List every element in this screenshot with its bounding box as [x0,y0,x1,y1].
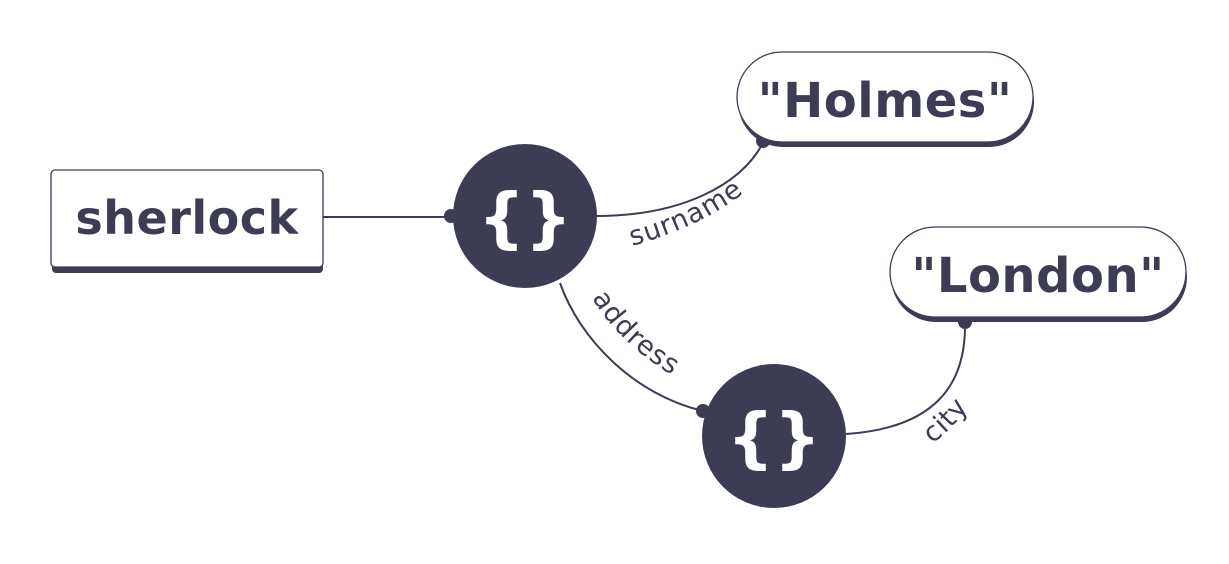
surname-value-node: "Holmes" [736,51,1034,147]
root-key-label: sherlock [75,191,299,245]
connector-lines [323,142,967,435]
root-key-node: sherlock [50,169,324,273]
city-value-node: "London" [889,226,1187,322]
object-node-root: {} [453,144,597,288]
edge-label-city-text: city [917,392,974,450]
edge-label-address: address [586,285,686,382]
surname-value-pill [736,51,1034,143]
edge-label-city: city [917,392,975,450]
root-key-box [50,169,324,268]
edge-address [559,282,704,412]
curly-braces-icon: {} [727,399,821,476]
city-value-pill [889,226,1187,318]
edge-city [845,322,967,435]
surname-value-label: "Holmes" [758,73,1013,129]
edge-surname [595,142,764,217]
city-value-label: "London" [911,248,1164,304]
object-node-circle [702,364,846,508]
object-node-address: {} [702,364,846,508]
object-node-circle [453,144,597,288]
edge-label-address-text: address [586,285,685,382]
curly-braces-icon: {} [478,179,572,256]
